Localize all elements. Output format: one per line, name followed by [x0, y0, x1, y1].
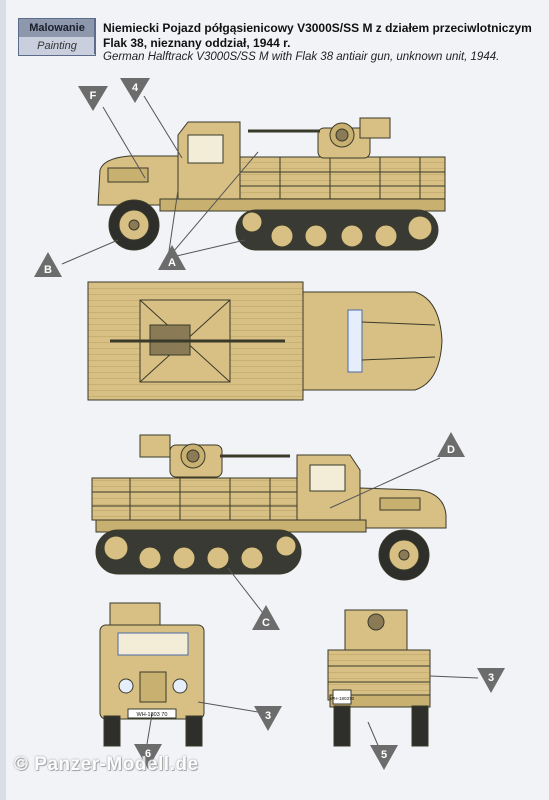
vehicle-title-en: German Halftrack V3000S/SS M with Flak 3… [103, 51, 500, 63]
top-view [87, 281, 443, 401]
callout-markers [34, 78, 505, 770]
callout-marker-F [78, 86, 108, 111]
callout-4: 4 [132, 82, 139, 94]
callout-marker-5 [370, 745, 398, 770]
callout-marker-6 [134, 744, 162, 769]
page-edge [0, 0, 6, 800]
cargo-bed-right [91, 477, 298, 521]
side-view-right [91, 434, 447, 581]
rear-plate-bg [332, 689, 352, 705]
callout-labels: F 4 A B D C 3 3 6 5 [44, 82, 494, 761]
callout-marker-3-front [254, 706, 282, 731]
rear-view [327, 609, 431, 747]
callout-5: 5 [381, 749, 387, 761]
side-view-left [97, 117, 446, 251]
callout-3-rear: 3 [488, 672, 494, 684]
callout-B: B [44, 264, 52, 276]
cab-top [302, 291, 443, 391]
section-label-en: Painting [19, 37, 95, 55]
callout-marker-D [437, 432, 465, 457]
callout-A: A [168, 257, 176, 269]
front-plate: WH-1803 70 [137, 712, 168, 718]
leader-lines-right [227, 457, 441, 618]
section-label: Malowanie [19, 19, 95, 37]
callout-marker-C [252, 605, 280, 630]
leader-lines-front [146, 701, 259, 745]
callout-marker-4 [120, 78, 150, 103]
callout-3-front: 3 [265, 710, 271, 722]
watermark: © Panzer-Modell.de [14, 754, 199, 775]
callout-F: F [90, 90, 97, 102]
header-divider [94, 18, 103, 54]
front-view [99, 602, 205, 747]
callout-marker-3-rear [477, 668, 505, 693]
cargo-bed [239, 156, 446, 200]
front-plate-bg [127, 708, 177, 719]
section-label-box: Malowanie Painting [18, 18, 96, 56]
callout-C: C [262, 617, 270, 629]
callout-marker-A [158, 245, 186, 270]
callout-6: 6 [145, 748, 151, 760]
vehicle-title-pl: Niemiecki Pojazd półgąsienicowy V3000S/S… [103, 21, 532, 50]
flak-rear [344, 609, 408, 653]
callout-marker-B [34, 252, 62, 277]
leader-lines-left [61, 95, 259, 265]
callout-D: D [447, 444, 455, 456]
rear-plate: WH-180370 [330, 696, 355, 701]
